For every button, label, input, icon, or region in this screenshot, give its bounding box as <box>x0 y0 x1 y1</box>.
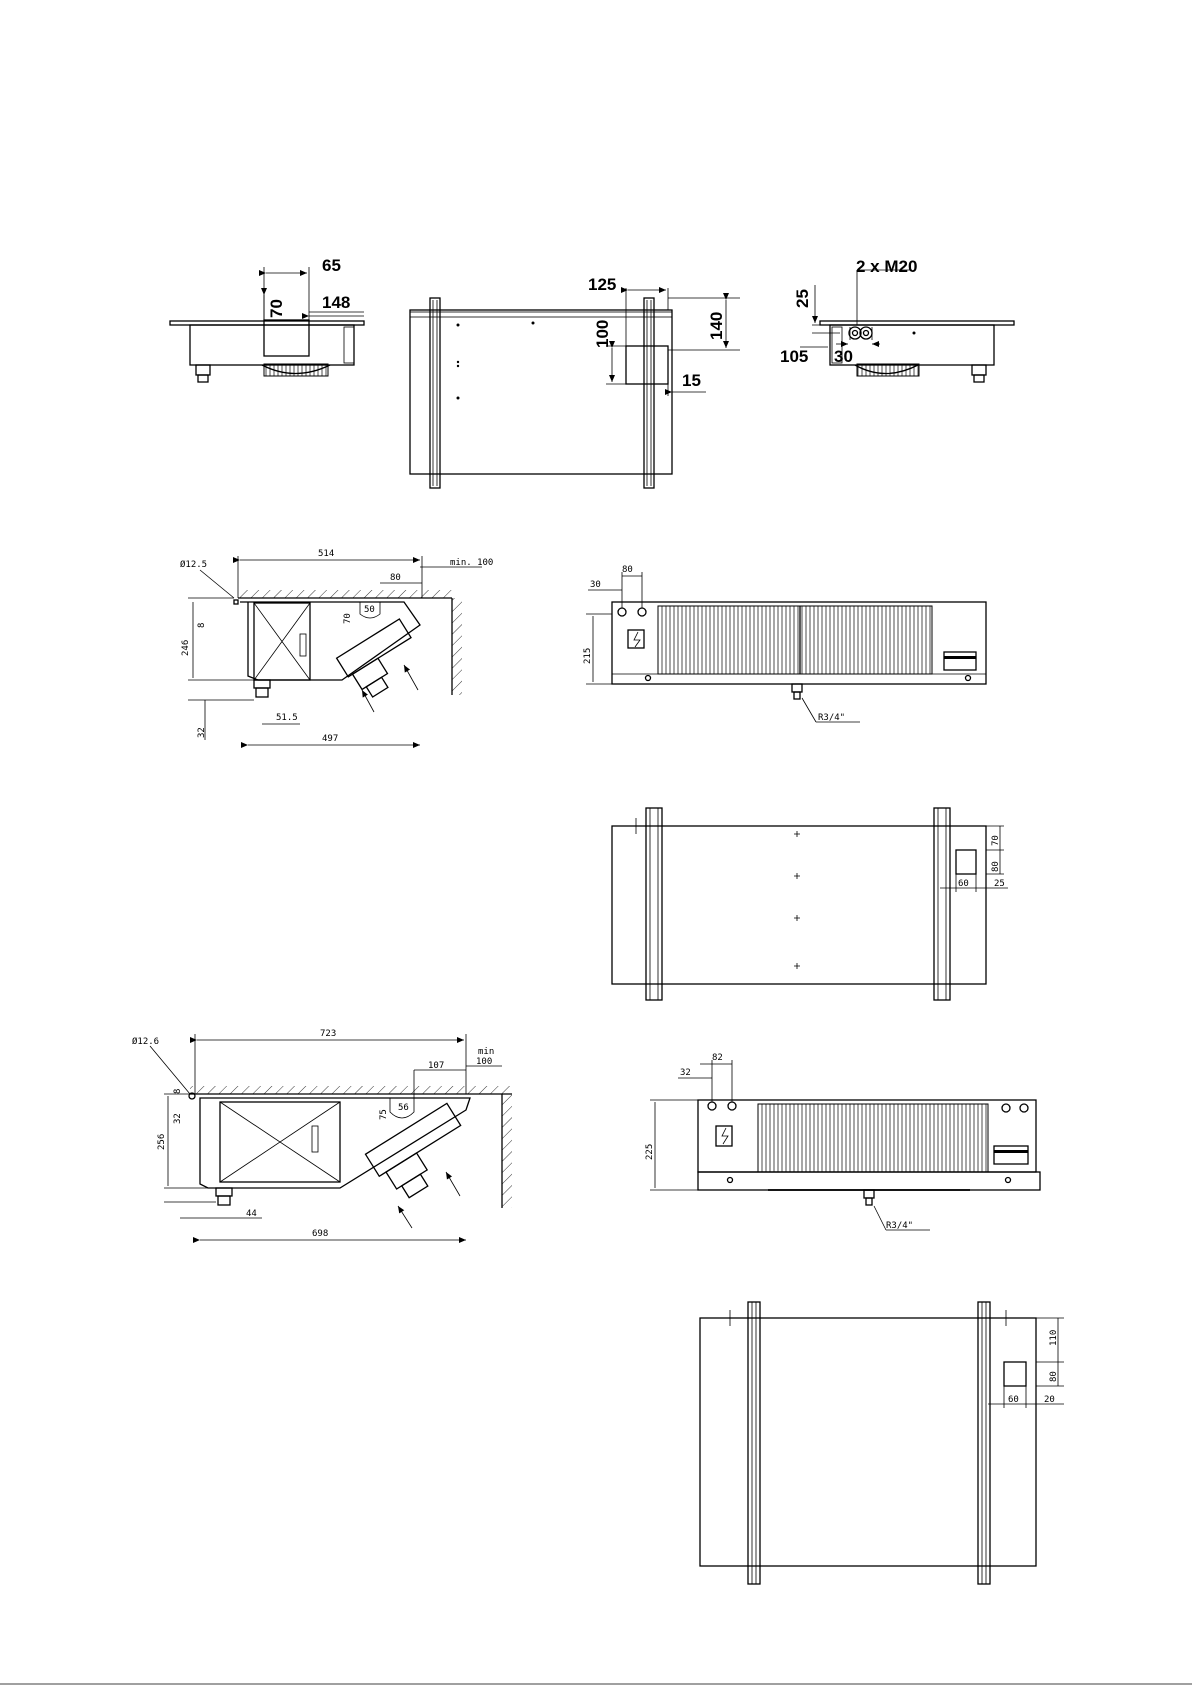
front-view-large: R3/4" 82 32 225 <box>645 1053 1040 1231</box>
dim-105: 105 <box>780 347 808 366</box>
dim-44: 44 <box>246 1209 257 1219</box>
dim-25: 25 <box>793 289 812 308</box>
dim-497: 497 <box>322 734 338 744</box>
dim-107: 107 <box>428 1061 444 1071</box>
dim-32: 32 <box>197 727 207 738</box>
dim-100: 100 <box>593 320 612 348</box>
dim-min: min <box>478 1047 494 1057</box>
dim-60: 60 <box>1008 1395 1019 1405</box>
dim-80: 80 <box>622 565 633 575</box>
dim-225: 225 <box>645 1144 655 1160</box>
dim-60: 60 <box>958 879 969 889</box>
dim-30: 30 <box>834 347 853 366</box>
dim-110: 110 <box>1049 1330 1059 1346</box>
dim-100: 100 <box>476 1057 492 1067</box>
side-section-small: 514 Ø12.5 min. 100 80 8 70 50 246 32 51.… <box>180 549 493 745</box>
dim-8: 8 <box>197 623 207 628</box>
dim-215: 215 <box>583 648 593 664</box>
dim-32: 32 <box>680 1068 691 1078</box>
dim-140: 140 <box>707 312 726 340</box>
view-top-left: 65 148 70 <box>170 256 364 382</box>
dim-723: 723 <box>320 1029 336 1039</box>
dim-15: 15 <box>682 371 701 390</box>
dim-51-5: 51.5 <box>276 713 298 723</box>
front-view-small: R3/4" 80 30 215 <box>583 565 986 723</box>
dim-82: 82 <box>712 1053 723 1063</box>
dim-70: 70 <box>343 613 353 624</box>
dim-256: 256 <box>157 1134 167 1150</box>
dim-70: 70 <box>267 299 286 318</box>
dim-8: 8 <box>173 1089 183 1094</box>
dim-25: 25 <box>994 879 1005 889</box>
dim-min-100: min. 100 <box>450 558 493 568</box>
dim-80: 80 <box>1049 1371 1059 1382</box>
dim-30: 30 <box>590 580 601 590</box>
dim-125: 125 <box>588 275 616 294</box>
dim-246: 246 <box>181 640 191 656</box>
dim-20: 20 <box>1044 1395 1055 1405</box>
view-top-mid: 125 140 100 15 <box>410 275 740 488</box>
dim-65: 65 <box>322 256 341 275</box>
dim-50: 50 <box>364 605 375 615</box>
dim-2xM20: 2 x M20 <box>856 257 917 276</box>
plan-view-large: 110 80 60 20 <box>700 1302 1064 1584</box>
dim-80: 80 <box>390 573 401 583</box>
dim-75: 75 <box>379 1109 389 1120</box>
dim-80: 80 <box>991 861 1001 872</box>
plan-view-small: 70 80 60 25 <box>612 808 1008 1000</box>
dim-dia-12-5: Ø12.5 <box>180 559 207 570</box>
dim-r34: R3/4" <box>886 1221 913 1231</box>
dim-70: 70 <box>991 835 1001 846</box>
view-top-right: 2 x M20 25 105 30 <box>780 257 1014 382</box>
side-section-large: 723 Ø12.6 min 100 107 8 32 75 56 256 44 … <box>132 1029 512 1240</box>
dim-514: 514 <box>318 549 334 559</box>
dim-dia-12-6: Ø12.6 <box>132 1036 159 1047</box>
dim-32: 32 <box>173 1113 183 1124</box>
dim-698: 698 <box>312 1229 328 1239</box>
dim-r34: R3/4" <box>818 713 845 723</box>
dim-148: 148 <box>322 293 350 312</box>
dim-56: 56 <box>398 1103 409 1113</box>
